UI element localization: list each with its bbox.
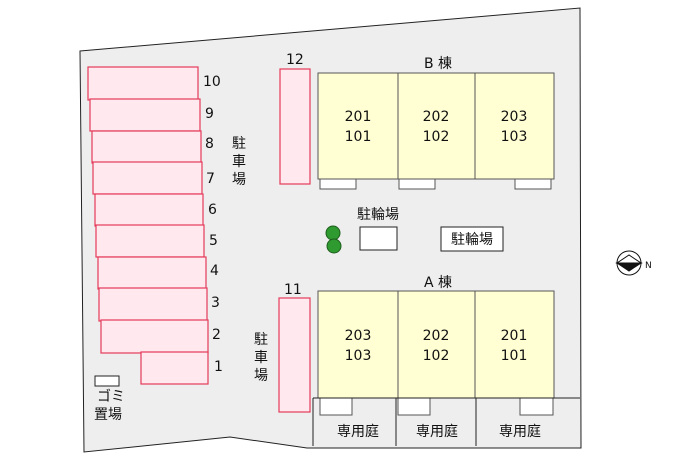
bicycle-parking-box: [440, 226, 504, 252]
garbage-label-line1: ゴミ: [97, 388, 125, 405]
parking-number-4: 4: [210, 263, 219, 279]
building-a-unit: [474, 290, 555, 399]
unit-number: 102: [423, 348, 450, 364]
unit-number: 201: [345, 109, 372, 125]
private-garden-label: 専用庭: [337, 423, 379, 440]
parking-label-char: 駐: [254, 332, 268, 348]
parking-space-8: [91, 130, 202, 164]
parking-space-6: [94, 193, 204, 227]
parking-number-10: 10: [203, 74, 221, 90]
parking-space-4: [97, 256, 207, 290]
bicycle-parking: 駐輪場 駐輪場: [357, 206, 504, 252]
parking-number-6: 6: [208, 202, 217, 218]
parking-space-3: [98, 287, 208, 322]
bicycle-parking-label: 駐輪場: [357, 206, 399, 223]
entrance-step: [519, 397, 554, 416]
parking-label-char: 場: [232, 172, 246, 188]
parking-space-7: [92, 161, 203, 195]
parking-space-9: [89, 98, 201, 132]
parking-space-10: [87, 66, 199, 101]
parking-label-char: 車: [232, 153, 246, 170]
building-a-unit: [397, 290, 476, 399]
compass-icon: N: [615, 250, 652, 276]
building-a-unit: [317, 290, 399, 399]
parking-number-3: 3: [211, 295, 220, 311]
parking-number-1: 1: [214, 359, 223, 375]
parking-right-label: 駐 車 場: [254, 332, 268, 384]
parking-number-9: 9: [205, 106, 214, 122]
garbage-box: [94, 375, 120, 387]
unit-number: 103: [345, 348, 372, 364]
unit-number: 201: [501, 328, 528, 344]
building-b-name: B 棟: [424, 56, 452, 72]
tree-icon: [325, 225, 342, 254]
parking-label-char: 車: [254, 349, 268, 366]
building-a: A 棟 203 103 202 102 201 101: [317, 275, 555, 416]
parking-left: [87, 66, 209, 385]
parking-number-12: 12: [286, 52, 304, 68]
bicycle-parking-box: [359, 226, 398, 251]
unit-number: 103: [501, 129, 528, 145]
parking-space-1: [140, 351, 209, 385]
garbage-label-line2: 置場: [94, 407, 122, 423]
private-garden-area: 専用庭 専用庭 専用庭: [312, 397, 580, 446]
entrance-step: [319, 397, 353, 416]
private-garden-label: 専用庭: [416, 423, 458, 440]
parking-label-char: 場: [254, 368, 268, 384]
unit-number: 101: [345, 129, 372, 145]
bicycle-parking-label: 駐輪場: [451, 231, 493, 248]
parking-number-2: 2: [212, 327, 221, 343]
parking-left-numbers: 10 9 8 7 6 5 4 3 2 1: [203, 74, 223, 375]
unit-number: 203: [345, 328, 372, 344]
unit-number: 202: [423, 109, 450, 125]
unit-number: 101: [501, 348, 528, 364]
building-b: B 棟 201 101 202 102 203 103: [317, 56, 555, 190]
unit-number: 203: [501, 109, 528, 125]
parking-label-char: 駐: [232, 136, 246, 152]
parking-number-7: 7: [206, 171, 215, 187]
parking-number-5: 5: [209, 233, 218, 249]
garbage-area: ゴミ 置場: [94, 375, 125, 423]
parking-number-11: 11: [284, 282, 302, 298]
unit-number: 102: [423, 129, 450, 145]
parking-space-5: [95, 224, 205, 258]
unit-number: 202: [423, 328, 450, 344]
parking-space-2: [100, 319, 209, 354]
parking-space-12: [279, 68, 311, 185]
parking-left-label: 駐 車 場: [232, 136, 246, 188]
building-a-name: A 棟: [424, 275, 452, 291]
building-b-unit: [317, 72, 399, 180]
parking-space-11: [278, 297, 311, 413]
entrance-step: [398, 178, 436, 190]
private-garden-label: 専用庭: [499, 423, 541, 440]
entrance-step: [514, 178, 552, 190]
building-b-unit: [397, 72, 476, 180]
entrance-step: [397, 397, 431, 416]
entrance-step: [319, 178, 357, 190]
parking-number-8: 8: [205, 136, 214, 152]
building-b-unit: [474, 72, 555, 180]
compass-label: N: [645, 261, 652, 271]
